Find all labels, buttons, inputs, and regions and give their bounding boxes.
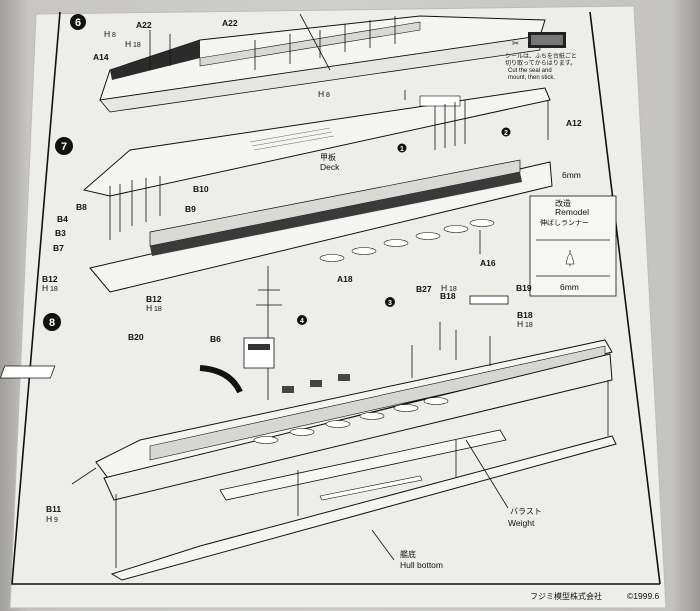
seal-note-line4: mount, then stick. [508,75,555,81]
scissors-icon: ✂ [512,38,520,48]
callout-1-badge [397,143,407,153]
label-6mm-top: 6mm [562,170,581,180]
label-b12-left: B12 [42,274,58,284]
step-6-assembly: 6 A22 A22 A14 H 8 H 18 H 8 ✂ シールは、ふちを台紙ご… [70,13,577,113]
label-h18-mid-num: 18 [154,306,162,313]
callout-1-number: 1 [400,146,404,153]
page-border [11,11,660,585]
hull-bottom-part [110,435,617,581]
label-b11: B11 [46,504,61,514]
candle-flame-icon [565,253,575,265]
label-b6: B6 [210,334,221,344]
page-border-right [589,11,661,585]
step-8-assembly: 8 [0,266,617,581]
step-7-number: 7 [61,141,67,153]
label-6mm-bottom: 6mm [560,282,579,292]
seal-note-line3: Cut the seal and [508,68,552,74]
label-h18-left: H [42,283,48,293]
label-b8: B8 [76,202,87,212]
label-a12: A12 [566,118,582,128]
ballast-weight-part [219,429,507,501]
label-b19: B19 [516,283,532,293]
label-hull-bottom-jp: 艦底 [400,549,416,559]
label-b10: B10 [193,184,209,194]
label-b12-mid: B12 [146,294,162,304]
label-deck-jp: 甲板 [320,152,336,162]
callout-3-badge [385,297,395,307]
label-weight-en: Weight [508,518,535,528]
label-h18-b27: H [441,283,447,293]
footer-company: フジミ模型株式会社 [530,591,602,601]
label-b4: B4 [57,214,68,224]
label-h18-right-num: 18 [525,322,533,329]
label-b9: B9 [185,204,196,214]
footer-copyright: ©1999.6 [627,591,660,601]
label-h18-right: H [517,319,523,329]
label-b3: B3 [55,228,66,238]
part-b20 [0,365,56,379]
label-h8-top: H [104,29,110,39]
label-h18-top-num: 18 [133,42,141,49]
step-6-number: 6 [75,17,81,29]
step-8-badge [43,313,61,331]
label-remodel-jp: 改造 [555,198,571,208]
label-h8-bottom: H [318,89,324,99]
callout-4-badge [297,315,307,325]
label-b20: B20 [128,332,144,342]
label-a14: A14 [93,52,109,62]
label-h18-b27-num: 18 [449,286,457,293]
seal-note-line1: シールは、ふちを台紙ごと [505,52,577,60]
label-ballast-jp: バラスト [510,507,542,516]
label-a22-left: A22 [136,20,152,30]
step-7-badge [55,137,73,155]
label-b18-top: B18 [440,291,456,301]
seal-note-line2: 切り取ってからはります。 [505,60,576,67]
label-h9-num: 9 [54,517,58,524]
label-deck-en: Deck [320,162,340,172]
funnel-part-b6 [199,365,243,394]
callout-3-number: 3 [388,300,392,307]
bridge-part [243,337,275,369]
label-b18-right: B18 [517,310,533,320]
label-h18-mid: H [146,303,152,313]
callout-2-number: 2 [504,130,508,137]
callout-2-badge [501,127,511,137]
label-h8-top-num: 8 [112,32,116,39]
label-h18-left-num: 18 [50,286,58,293]
part-b19 [469,295,509,305]
label-h18-top: H [125,39,131,49]
label-a22-right: A22 [222,18,238,28]
label-stretched-sprue-jp: 伸ばしランナー [540,218,589,227]
label-remodel-en: Remodel [555,207,589,217]
label-a18: A18 [337,274,353,284]
label-h9: H [46,514,52,524]
label-hull-bottom-en: Hull bottom [400,560,443,570]
step-6-badge [70,14,86,30]
callout-4-number: 4 [300,318,304,325]
label-b27: B27 [416,284,432,294]
label-h8-bottom-num: 8 [326,92,330,99]
label-b7: B7 [53,243,64,253]
step-8-number: 8 [49,317,55,329]
remodel-tip-box [529,195,617,297]
label-a16: A16 [480,258,496,268]
step-7-assembly: 7 甲板 Deck B10 B8 B9 [42,87,617,313]
